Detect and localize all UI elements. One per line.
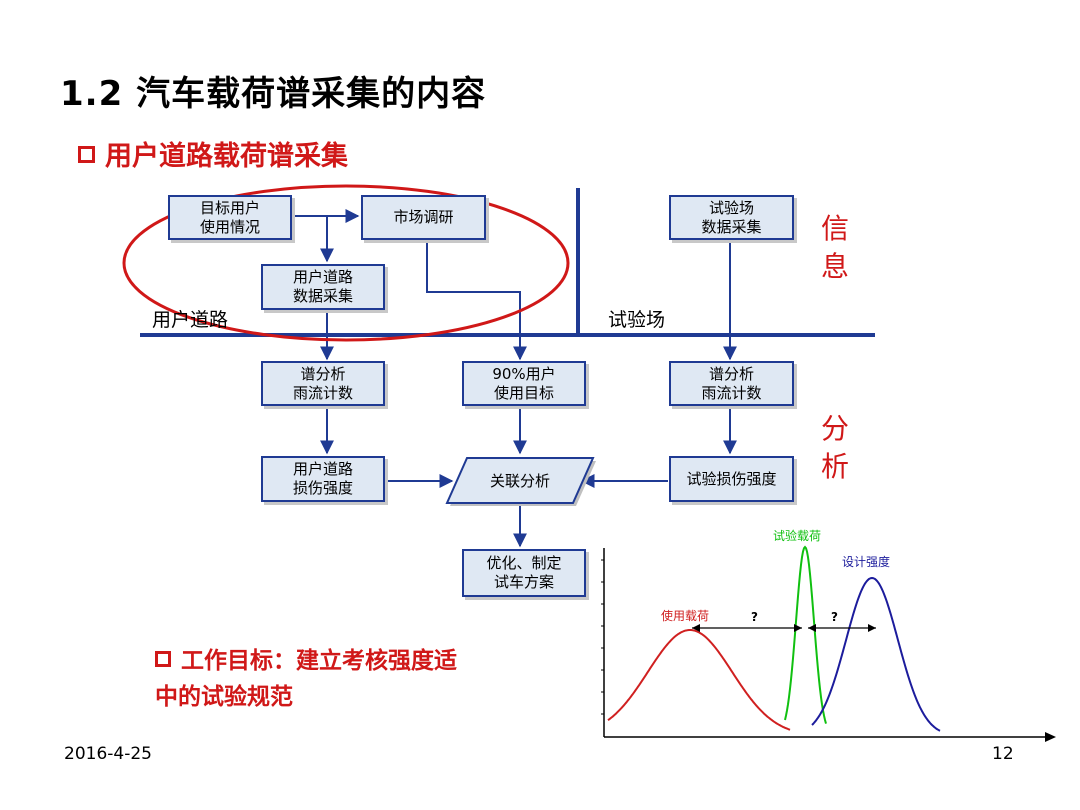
test-load-curve	[784, 545, 827, 724]
slide-date: 2016-4-25	[64, 744, 152, 764]
section-heading: 用户道路载荷谱采集	[78, 134, 348, 173]
user-road-collect-box: 用户道路 数据采集	[261, 264, 385, 310]
work-goal: 工作目标：建立考核强度适中的试验规范	[155, 643, 475, 715]
work-goal-text: 工作目标：建立考核强度适中的试验规范	[155, 648, 457, 710]
question-mark-2: ?	[831, 610, 838, 624]
checkbox-icon	[78, 146, 95, 163]
highlight-ellipse	[122, 184, 570, 342]
correlation-shape	[445, 457, 595, 504]
design-strength-curve	[811, 576, 941, 732]
question-mark-1: ?	[751, 610, 758, 624]
proving-ground-label: 试验场	[608, 309, 666, 331]
distribution-chart	[601, 545, 1056, 742]
user-road-damage-box: 用户道路 损伤强度	[261, 456, 385, 502]
use-load-label: 使用载荷	[661, 609, 710, 623]
info-label: 信息	[820, 212, 849, 283]
proving-ground-collect-box: 试验场 数据采集	[669, 195, 794, 240]
section-heading-text: 用户道路载荷谱采集	[105, 141, 348, 172]
use-load-curve	[607, 629, 791, 731]
design-strength-label: 设计强度	[842, 555, 891, 569]
correlation-label: 关联分析	[489, 472, 550, 490]
spectrum-analysis-left-box: 谱分析 雨流计数	[261, 361, 385, 406]
analysis-label: 分析	[820, 412, 849, 483]
user-road-label: 用户道路	[152, 309, 229, 331]
market-research-box: 市场调研	[361, 195, 486, 240]
optimize-plan-box: 优化、制定 试车方案	[462, 549, 586, 597]
target-user-box: 目标用户 使用情况	[168, 195, 292, 240]
slide-title: 1.2 汽车载荷谱采集的内容	[60, 74, 487, 114]
test-load-label: 试验载荷	[773, 529, 822, 543]
user-target-box: 90%用户 使用目标	[462, 361, 586, 406]
page-number: 12	[992, 744, 1014, 764]
checkbox-icon	[155, 650, 171, 667]
spectrum-analysis-right-box: 谱分析 雨流计数	[669, 361, 794, 406]
proving-damage-box: 试验损伤强度	[669, 456, 794, 502]
